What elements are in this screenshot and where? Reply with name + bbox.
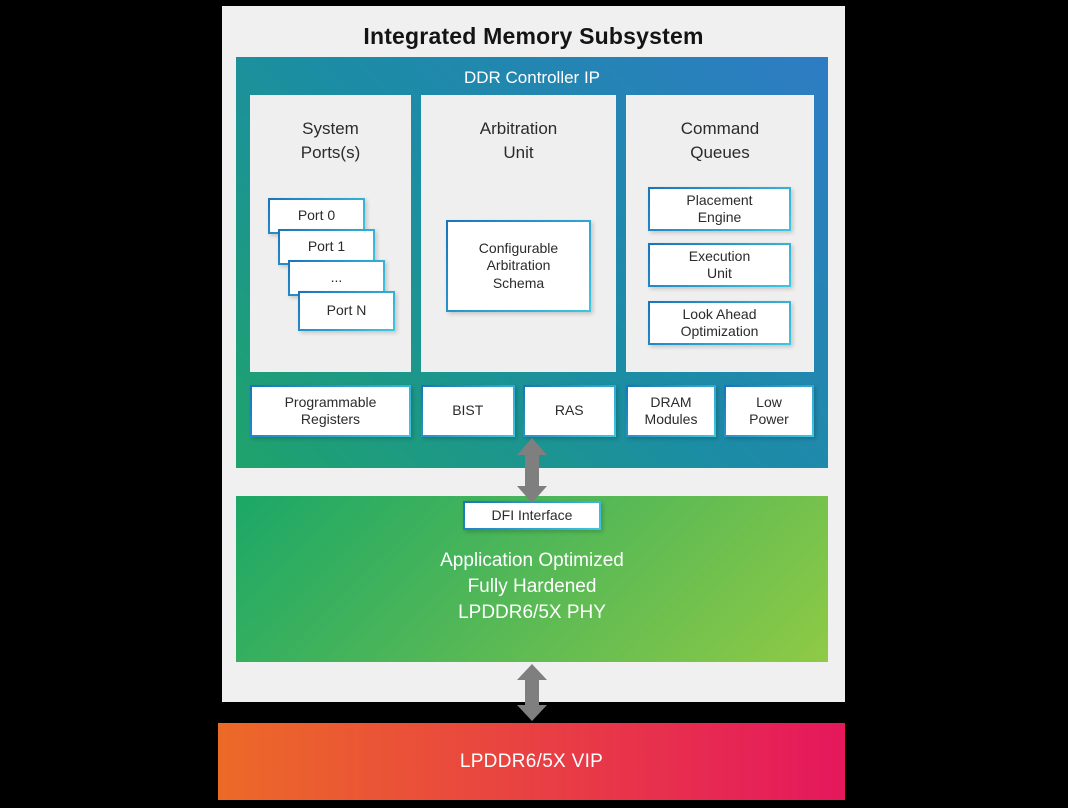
placement-engine-box: Placement Engine (648, 187, 791, 231)
ddr-bottom-row: Programmable Registers BIST RAS DRAM Mod… (250, 385, 814, 437)
phy-vip-double-arrow-icon (517, 664, 547, 721)
phy-label-line-3: LPDDR6/5X PHY (458, 602, 606, 624)
vip-label: LPDDR6/5X VIP (459, 750, 604, 772)
system-ports-column: System Ports(s) Port 0 Port 1 ... Port N (250, 95, 411, 372)
port-ellipsis-box: ... (288, 260, 385, 296)
bottom-cell-1: Programmable Registers (250, 385, 411, 437)
programmable-registers-box: Programmable Registers (250, 385, 411, 437)
configurable-arbitration-schema-box: Configurable Arbitration Schema (446, 220, 591, 312)
ras-box: RAS (522, 385, 616, 437)
arbitration-unit-title: Arbitration Unit (479, 119, 558, 162)
memory-subsystem-panel: Integrated Memory Subsystem DDR Controll… (222, 6, 845, 702)
look-ahead-optimization-box: Look Ahead Optimization (648, 301, 791, 345)
phy-label-line-1: Application Optimized (440, 550, 624, 571)
system-ports-title: System Ports(s) (300, 119, 361, 162)
command-queues-title: Command Queues (680, 119, 760, 162)
phy-label-line-2: Fully Hardened (467, 576, 597, 598)
phy-label: Application Optimized Fully Hardened LPD… (236, 548, 828, 626)
bottom-cell-3: DRAM Modules Low Power (626, 385, 814, 437)
lpddr-phy-block: DFI Interface Application Optimized Full… (236, 496, 828, 662)
lpddr-vip-block: LPDDR6/5X VIP (218, 723, 845, 800)
port-1-box: Port 1 (278, 229, 375, 265)
low-power-box: Low Power (724, 385, 814, 437)
ddr-phy-double-arrow-icon (517, 438, 547, 503)
bist-box: BIST (421, 385, 515, 437)
arbitration-unit-column: Arbitration Unit Configurable Arbitratio… (421, 95, 616, 372)
ddr-controller-block: DDR Controller IP System Ports(s) Port 0… (236, 57, 828, 468)
dfi-interface-box: DFI Interface (463, 501, 601, 530)
execution-unit-box: Execution Unit (648, 243, 791, 287)
port-0-box: Port 0 (268, 198, 365, 234)
command-queues-column: Command Queues Placement Engine Executio… (626, 95, 814, 372)
dram-modules-box: DRAM Modules (626, 385, 716, 437)
bottom-cell-2: BIST RAS (421, 385, 616, 437)
port-n-box: Port N (298, 291, 395, 331)
page-title: Integrated Memory Subsystem (363, 23, 704, 49)
ddr-controller-label: DDR Controller IP (463, 68, 601, 87)
ddr-columns: System Ports(s) Port 0 Port 1 ... Port N… (250, 95, 814, 372)
